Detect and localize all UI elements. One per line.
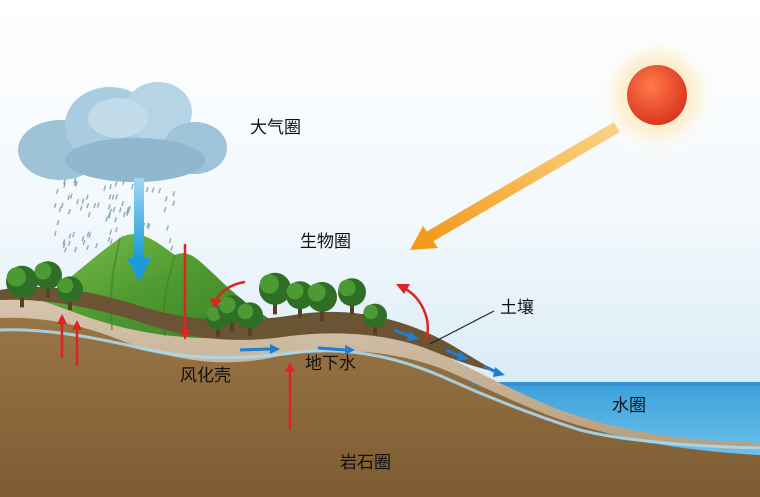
raindrop bbox=[126, 208, 129, 215]
raindrop bbox=[109, 208, 113, 214]
raindrop bbox=[151, 187, 155, 193]
raindrop bbox=[88, 232, 92, 238]
biosphere-label: 生物圈 bbox=[300, 232, 351, 252]
raindrop bbox=[73, 180, 77, 186]
raindrop bbox=[58, 206, 62, 213]
atmosphere-label: 大气圈 bbox=[250, 118, 301, 138]
sun-icon bbox=[595, 33, 719, 157]
raindrop bbox=[168, 238, 172, 244]
raindrop bbox=[73, 177, 77, 184]
tree bbox=[237, 302, 263, 337]
raindrop bbox=[87, 211, 91, 218]
raindrop bbox=[112, 206, 116, 213]
hydrosphere-label: 水圈 bbox=[612, 396, 646, 416]
raindrop bbox=[62, 242, 66, 249]
tree bbox=[363, 303, 387, 335]
raindrop bbox=[60, 202, 64, 209]
tree bbox=[34, 261, 62, 298]
raindrop bbox=[108, 213, 112, 219]
raindrop bbox=[158, 187, 162, 194]
groundwater-line bbox=[0, 328, 760, 450]
raindrop bbox=[95, 242, 98, 249]
raindrop bbox=[166, 225, 169, 231]
raindrop bbox=[63, 182, 67, 188]
raindrop bbox=[118, 207, 122, 213]
raindrop bbox=[108, 194, 112, 200]
raindrop bbox=[109, 229, 113, 235]
tree bbox=[338, 278, 366, 315]
raindrop bbox=[72, 231, 75, 238]
raindrop bbox=[68, 233, 72, 239]
raindrop bbox=[147, 223, 151, 229]
raindrop bbox=[122, 211, 126, 218]
raindrop bbox=[64, 247, 67, 253]
raindrop bbox=[172, 200, 176, 206]
raindrop bbox=[67, 194, 71, 201]
raindrop bbox=[115, 194, 118, 200]
lithosphere-label: 岩石圈 bbox=[340, 453, 391, 473]
raindrop bbox=[114, 217, 117, 223]
raindrop bbox=[164, 196, 168, 202]
raindrop bbox=[107, 204, 111, 210]
hydrosphere-water bbox=[470, 382, 760, 455]
cloud-icon bbox=[18, 82, 227, 182]
raindrop bbox=[163, 206, 167, 213]
heat-flow-arrows bbox=[57, 244, 429, 430]
raindrop bbox=[145, 187, 149, 193]
raindrop bbox=[121, 200, 125, 207]
raindrop bbox=[56, 219, 60, 226]
tree bbox=[259, 272, 291, 315]
raindrop bbox=[76, 199, 79, 205]
groundwater-flow-arrows bbox=[239, 328, 505, 377]
groundwater-label: 地下水 bbox=[305, 354, 356, 374]
raindrop bbox=[74, 246, 77, 253]
tree bbox=[307, 282, 337, 321]
tree bbox=[6, 265, 38, 308]
raindrop bbox=[109, 238, 113, 245]
raindrop bbox=[126, 210, 130, 217]
raindrop bbox=[115, 226, 118, 233]
raindrop bbox=[86, 202, 90, 209]
tree bbox=[286, 281, 314, 318]
raindrop bbox=[86, 231, 90, 237]
soil-pointer bbox=[429, 310, 495, 345]
raindrop bbox=[69, 193, 73, 199]
raindrop bbox=[67, 208, 71, 215]
raindrop bbox=[111, 194, 115, 200]
raindrop bbox=[96, 202, 100, 208]
raindrop bbox=[109, 184, 112, 190]
rain-arrow bbox=[127, 178, 151, 282]
raindrop bbox=[86, 244, 90, 251]
raindrop bbox=[93, 202, 97, 209]
raindrop bbox=[103, 185, 107, 191]
raindrop bbox=[172, 191, 176, 197]
raindrop bbox=[79, 205, 83, 211]
raindrop bbox=[146, 222, 150, 229]
sunlight-arrow bbox=[410, 122, 620, 250]
raindrop bbox=[85, 194, 89, 200]
weathering-crust-label: 风化壳 bbox=[180, 366, 231, 386]
raindrop bbox=[55, 188, 59, 195]
raindrop bbox=[81, 198, 85, 204]
raindrop bbox=[67, 240, 71, 247]
raindrop bbox=[74, 181, 78, 187]
raindrop bbox=[130, 183, 134, 190]
raindrop bbox=[170, 245, 174, 252]
raindrop bbox=[107, 236, 111, 242]
raindrop bbox=[53, 230, 57, 237]
soil-label: 土壤 bbox=[500, 298, 534, 318]
raindrop bbox=[53, 202, 57, 209]
raindrop bbox=[114, 181, 118, 187]
raindrop bbox=[81, 235, 85, 242]
tree-icon bbox=[6, 261, 387, 337]
raindrop bbox=[62, 239, 66, 245]
raindrop bbox=[122, 179, 125, 185]
raindrop bbox=[82, 239, 86, 246]
raindrop bbox=[105, 216, 109, 222]
tree bbox=[57, 276, 83, 311]
raindrop bbox=[128, 205, 132, 212]
raindrop bbox=[63, 179, 66, 185]
